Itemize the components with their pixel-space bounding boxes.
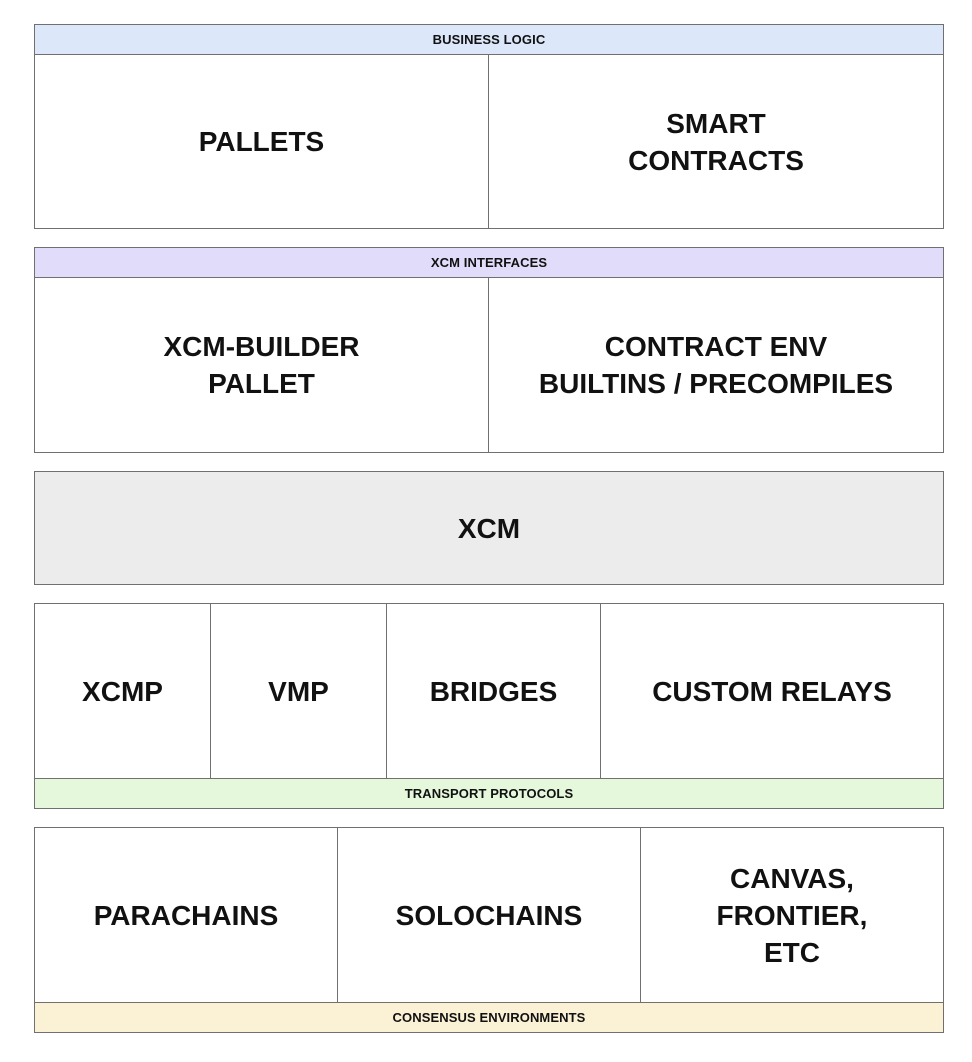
xcm-interfaces-header: XCM INTERFACES xyxy=(34,247,944,278)
business-logic-layer: BUSINESS LOGIC PALLETS SMART CONTRACTS xyxy=(34,24,944,229)
canvas-frontier-etc-box: CANVAS, FRONTIER, ETC xyxy=(716,862,868,968)
xcm-interfaces-layer: XCM INTERFACES XCM-BUILDER PALLET CONTRA… xyxy=(34,247,944,453)
xcmp-box: XCMP xyxy=(35,604,211,778)
business-logic-row: PALLETS SMART CONTRACTS xyxy=(34,54,944,229)
consensus-environments-layer: PARACHAINS SOLOCHAINS CANVAS, FRONTIER, … xyxy=(34,827,944,1033)
contract-env-builtins-box: CONTRACT ENV BUILTINS / PRECOMPILES xyxy=(538,331,894,399)
custom-relays-box: CUSTOM RELAYS xyxy=(652,675,892,707)
bridges-box: BRIDGES xyxy=(387,604,601,778)
transport-protocols-layer: XCMP VMP BRIDGES CUSTOM RELAYS TRANSPORT… xyxy=(34,603,944,809)
business-logic-header: BUSINESS LOGIC xyxy=(34,24,944,55)
parachains-box: PARACHAINS xyxy=(35,828,338,1002)
consensus-environments-row: PARACHAINS SOLOCHAINS CANVAS, FRONTIER, … xyxy=(34,827,944,1003)
xcm-interfaces-row: XCM-BUILDER PALLET CONTRACT ENV BUILTINS… xyxy=(34,277,944,453)
smart-contracts-box: SMART CONTRACTS xyxy=(628,107,804,176)
xcm-row: XCM xyxy=(34,471,944,585)
xcm-layer: XCM xyxy=(34,471,944,585)
xcm-box: XCM xyxy=(457,512,521,544)
vmp-box: VMP xyxy=(211,604,387,778)
transport-protocols-footer: TRANSPORT PROTOCOLS xyxy=(34,778,944,809)
consensus-environments-footer: CONSENSUS ENVIRONMENTS xyxy=(34,1002,944,1033)
transport-protocols-row: XCMP VMP BRIDGES CUSTOM RELAYS xyxy=(34,603,944,779)
xcm-builder-pallet-box: XCM-BUILDER PALLET xyxy=(35,278,489,452)
solochains-box: SOLOCHAINS xyxy=(338,828,641,1002)
pallets-box: PALLETS xyxy=(35,55,489,228)
